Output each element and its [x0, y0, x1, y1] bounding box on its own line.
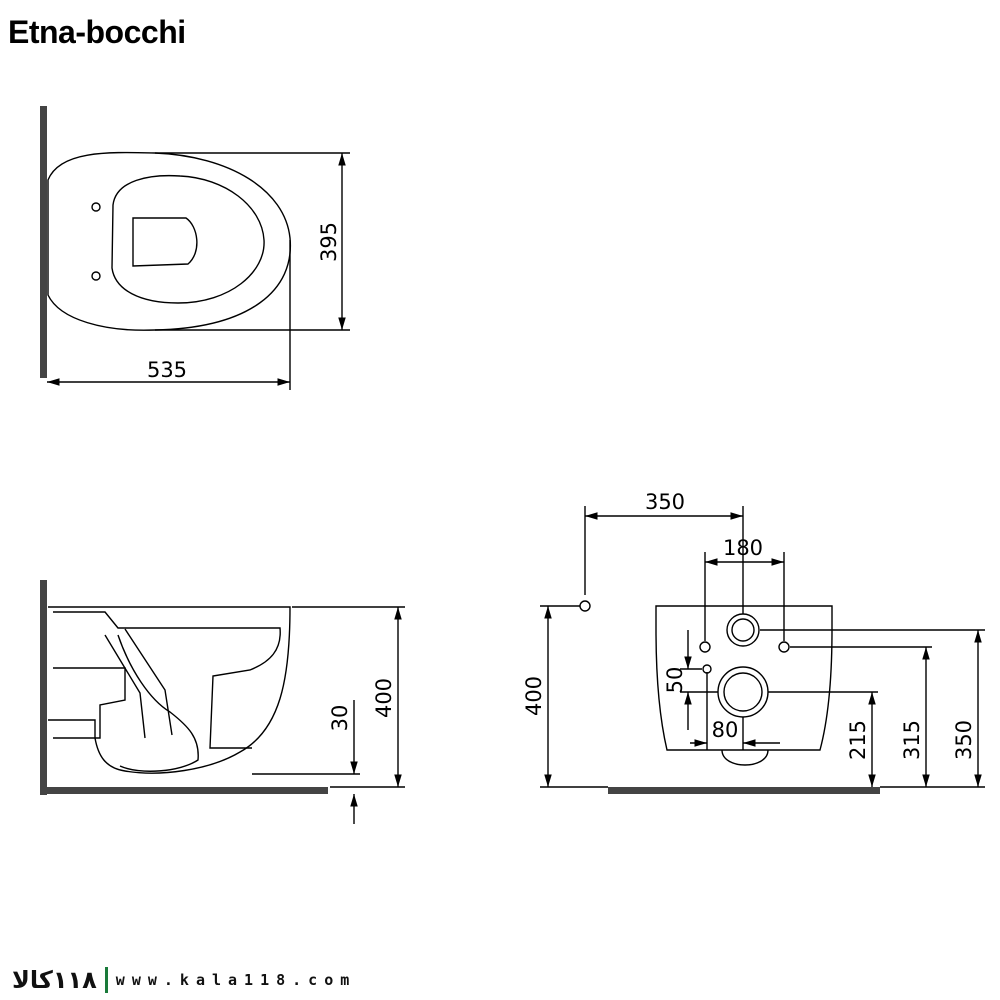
wall-top: [40, 106, 47, 378]
supply-point: [579, 600, 591, 612]
side-view: [40, 580, 405, 824]
product-title: Etna-bocchi: [8, 14, 186, 50]
bolt-hole-right: [778, 641, 790, 653]
floor-front: [608, 787, 880, 794]
bowl-profile-outer: [48, 606, 291, 774]
dim-front-80: 80: [712, 718, 739, 742]
bolt-hole-top-2: [91, 271, 101, 281]
bowl-outline-top: [47, 151, 292, 331]
trap-channel: [104, 628, 173, 739]
seat-opening-top: [111, 174, 265, 304]
bolt-hole-small: [702, 664, 712, 674]
wall-side: [40, 580, 47, 795]
bowl-basin: [117, 634, 199, 772]
dim-front-bolt-spacing: 180: [723, 536, 763, 560]
website-link[interactable]: www.kala118.com: [115, 971, 357, 989]
outlet-pipe-outer: [717, 666, 769, 718]
dim-front-215: 215: [846, 720, 870, 760]
footer: ١١٨كالا www.kala118.com: [12, 966, 356, 994]
dim-front-inlet-offset: 350: [645, 490, 685, 514]
top-view: [40, 106, 350, 390]
outlet-pipe-inner: [723, 672, 763, 712]
floor-side: [40, 787, 328, 794]
dim-side-offset: 30: [328, 705, 352, 732]
dim-front-350-vertical: 350: [952, 720, 976, 760]
inlet-pipe-inner: [731, 618, 755, 642]
dim-front-315: 315: [900, 720, 924, 760]
dim-top-depth: 395: [317, 222, 341, 262]
bowl-profile-inner: [53, 611, 281, 749]
front-view: [540, 506, 985, 794]
bowl-outline-front: [655, 605, 833, 751]
bolt-hole-top-1: [91, 202, 101, 212]
outlet-pipe: [53, 667, 126, 739]
brand-logo: ١١٨كالا: [12, 966, 97, 994]
dim-front-height: 400: [522, 676, 546, 716]
logo-divider: [104, 967, 108, 993]
dim-front-50: 50: [663, 667, 687, 694]
bowl-foot-front: [721, 749, 769, 766]
dim-side-height: 400: [372, 678, 396, 718]
dim-top-width: 535: [147, 358, 187, 382]
bolt-hole-left: [699, 641, 711, 653]
flush-outlet-top: [132, 217, 198, 267]
